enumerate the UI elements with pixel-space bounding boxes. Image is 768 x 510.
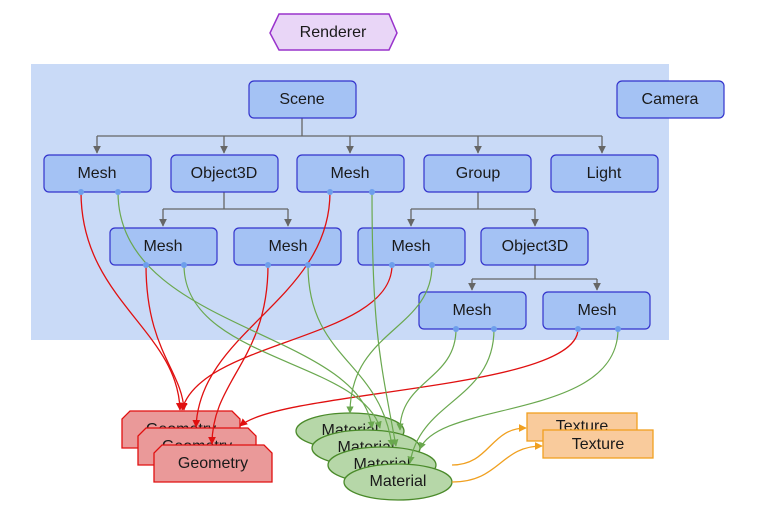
node-label: Mesh [77, 165, 116, 182]
scene-node[interactable]: Scene [248, 80, 357, 119]
node-label: Mesh [268, 238, 307, 255]
object3d-node[interactable]: Object3D [480, 227, 589, 266]
link-ports [78, 189, 621, 332]
group-node[interactable]: Group [423, 154, 532, 193]
texture-links [451, 424, 543, 483]
node-label: Mesh [577, 302, 616, 319]
node-label: Mesh [330, 165, 369, 182]
geometry-node[interactable]: Geometry [153, 444, 273, 483]
scene-label: Scene [279, 91, 324, 108]
material-links [117, 191, 619, 464]
camera-label: Camera [642, 91, 699, 108]
node-label: Object3D [191, 165, 258, 182]
renderer-label: Renderer [300, 24, 367, 41]
texture-label: Texture [572, 436, 625, 453]
tree-connectors [93, 118, 606, 291]
light-node[interactable]: Light [550, 154, 659, 193]
mesh-node[interactable]: Mesh [357, 227, 466, 266]
node-label: Object3D [502, 238, 569, 255]
object3d-node[interactable]: Object3D [170, 154, 279, 193]
geometry-links [80, 191, 579, 445]
geometry-label: Geometry [178, 455, 248, 472]
node-label: Mesh [391, 238, 430, 255]
material-label: Material [370, 473, 427, 490]
material-node[interactable]: Material [343, 463, 453, 501]
texture-node[interactable]: Texture [542, 429, 654, 459]
mesh-node[interactable]: Mesh [43, 154, 152, 193]
mesh-node[interactable]: Mesh [296, 154, 405, 193]
mesh-node[interactable]: Mesh [542, 291, 651, 330]
renderer-node[interactable]: Renderer [269, 13, 398, 51]
node-label: Light [587, 165, 622, 182]
mesh-node[interactable]: Mesh [418, 291, 527, 330]
camera-node[interactable]: Camera [616, 80, 725, 119]
node-label: Mesh [452, 302, 491, 319]
mesh-node[interactable]: Mesh [109, 227, 218, 266]
node-label: Group [456, 165, 501, 182]
node-label: Mesh [143, 238, 182, 255]
mesh-node[interactable]: Mesh [233, 227, 342, 266]
